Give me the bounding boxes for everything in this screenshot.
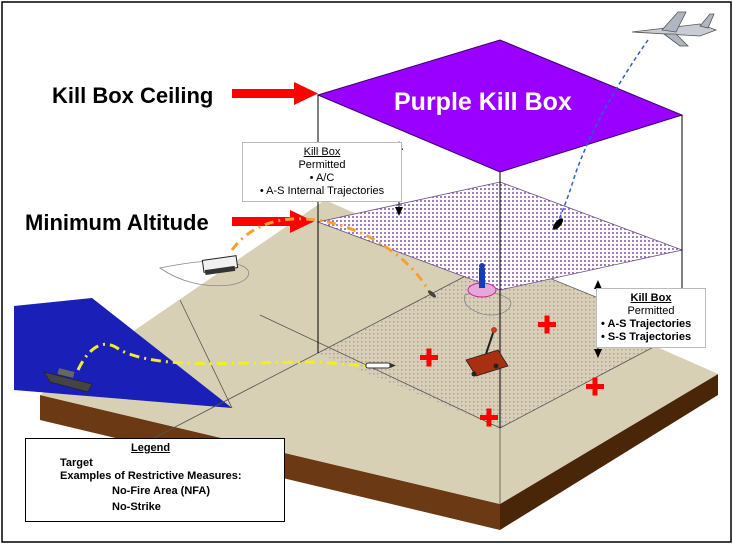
ceiling-arrow — [232, 82, 318, 105]
legend-examples-label: Examples of Restrictive Measures: — [60, 470, 242, 482]
orange-trajectory — [230, 217, 434, 297]
legend-box: Legend Target Examples of Restrictive Me… — [25, 438, 285, 522]
lower-permitted-callout: Kill Box Permitted • A-S Trajectories • … — [596, 288, 706, 348]
no-strike-cross — [420, 348, 438, 367]
upper-callout-item: • A-S Internal Trajectories — [259, 185, 385, 197]
upper-permitted-callout: Kill Box Permitted • A/C • A-S Internal … — [242, 142, 402, 202]
yellow-trajectory — [76, 342, 366, 371]
minimum-altitude-label: Minimum Altitude — [25, 210, 209, 235]
purple-kill-box-title: Purple Kill Box — [394, 88, 572, 116]
lower-callout-item: • S-S Trajectories — [601, 331, 692, 343]
missile-icon — [365, 362, 396, 369]
upper-callout-item: • A/C — [309, 172, 335, 184]
no-strike-cross — [586, 377, 604, 396]
ship-icon — [43, 368, 93, 393]
lower-callout-sub: Permitted — [627, 305, 675, 317]
no-strike-cross — [480, 408, 498, 427]
legend-target-label: Target — [60, 457, 93, 469]
bomb-icon — [552, 218, 564, 230]
no-fire-area — [467, 263, 497, 298]
orange-munition-icon — [427, 290, 437, 298]
target-icon — [465, 327, 509, 377]
legend-nfa-label: No-Fire Area (NFA) — [112, 485, 210, 497]
kill-box-ceiling — [316, 39, 684, 173]
upper-callout-sub: Permitted — [298, 159, 346, 171]
kill-box-ceiling-label: Kill Box Ceiling — [52, 83, 214, 108]
legend-no-strike-label: No-Strike — [112, 501, 161, 513]
lower-callout-item: • A-S Trajectories — [601, 318, 692, 330]
fighter-jet-icon — [631, 11, 718, 47]
legend-title: Legend — [131, 442, 171, 454]
artillery-icon — [201, 255, 239, 276]
blue-trajectory — [557, 39, 649, 223]
min-altitude-arrow — [232, 210, 314, 233]
slab-right-side — [500, 374, 718, 530]
no-strike-cross — [538, 315, 556, 334]
lower-callout-heading: Kill Box — [630, 292, 672, 304]
upper-callout-heading: Kill Box — [303, 146, 341, 158]
